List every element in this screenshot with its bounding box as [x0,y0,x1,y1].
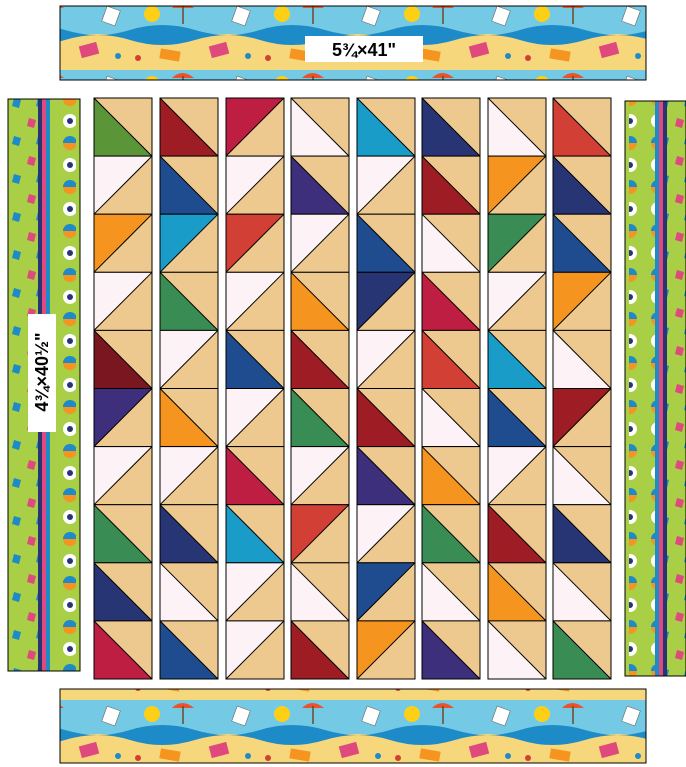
hst-block [160,98,218,156]
hst-block [160,447,218,505]
hst-block [226,214,284,272]
hst-block [422,505,480,563]
hst-block [422,621,480,679]
hst-block [291,505,349,563]
hst-block [94,330,152,388]
left-border-strip: 4¾×40½" [8,99,80,671]
hst-block [226,563,284,621]
hst-block [488,563,546,621]
hst-block [160,389,218,447]
hst-block [94,272,152,330]
hst-block [291,272,349,330]
hst-block [160,505,218,563]
hst-block [160,156,218,214]
hst-block [160,330,218,388]
hst-block [553,98,611,156]
hst-block [357,98,415,156]
hst-block [94,98,152,156]
hst-block [488,621,546,679]
hst-block [357,156,415,214]
hst-block [488,330,546,388]
hst-block [357,505,415,563]
hst-block [553,156,611,214]
hst-block [226,98,284,156]
hst-block [422,214,480,272]
hst-block [422,98,480,156]
hst-block [291,621,349,679]
quilt-center [94,98,611,679]
hst-block [226,505,284,563]
hst-block [553,389,611,447]
hst-block [226,447,284,505]
hst-block [553,272,611,330]
hst-block [488,389,546,447]
quilt-column-5 [357,98,415,679]
right-border-strip [625,101,686,676]
hst-block [226,621,284,679]
hst-block [291,98,349,156]
hst-block [291,447,349,505]
bottom-border-strip [60,689,646,763]
hst-block [422,272,480,330]
hst-block [553,330,611,388]
hst-block [488,272,546,330]
hst-block [226,156,284,214]
quilt-column-8 [553,98,611,679]
hst-block [357,447,415,505]
hst-block [422,563,480,621]
hst-block [94,563,152,621]
hst-block [226,330,284,388]
top-border-strip: 5¾×41" [60,6,646,80]
hst-block [488,505,546,563]
hst-block [488,98,546,156]
hst-block [488,214,546,272]
quilt-column-7 [488,98,546,679]
hst-block [357,563,415,621]
hst-block [357,389,415,447]
hst-block [291,389,349,447]
quilt-column-6 [422,98,480,679]
hst-block [160,621,218,679]
hst-block [488,156,546,214]
hst-block [422,389,480,447]
quilt-column-3 [226,98,284,679]
hst-block [422,156,480,214]
hst-block [94,156,152,214]
hst-block [94,621,152,679]
hst-block [160,214,218,272]
hst-block [357,272,415,330]
hst-block [291,563,349,621]
hst-block [357,214,415,272]
quilt-column-4 [291,98,349,679]
hst-block [422,330,480,388]
hst-block [94,389,152,447]
hst-block [357,330,415,388]
hst-block [488,447,546,505]
hst-block [291,214,349,272]
hst-block [291,156,349,214]
hst-block [160,272,218,330]
hst-block [553,621,611,679]
hst-block [553,505,611,563]
quilt-column-1 [94,98,152,679]
hst-block [94,214,152,272]
hst-block [553,214,611,272]
quilt-column-2 [160,98,218,679]
hst-block [226,272,284,330]
hst-block [553,563,611,621]
hst-block [160,563,218,621]
hst-block [94,447,152,505]
hst-block [94,505,152,563]
hst-block [422,447,480,505]
side-border-label: 4¾×40½" [32,332,52,411]
hst-block [553,447,611,505]
hst-block [226,389,284,447]
hst-block [291,330,349,388]
hst-block [357,621,415,679]
top-border-label: 5¾×41" [332,40,396,60]
